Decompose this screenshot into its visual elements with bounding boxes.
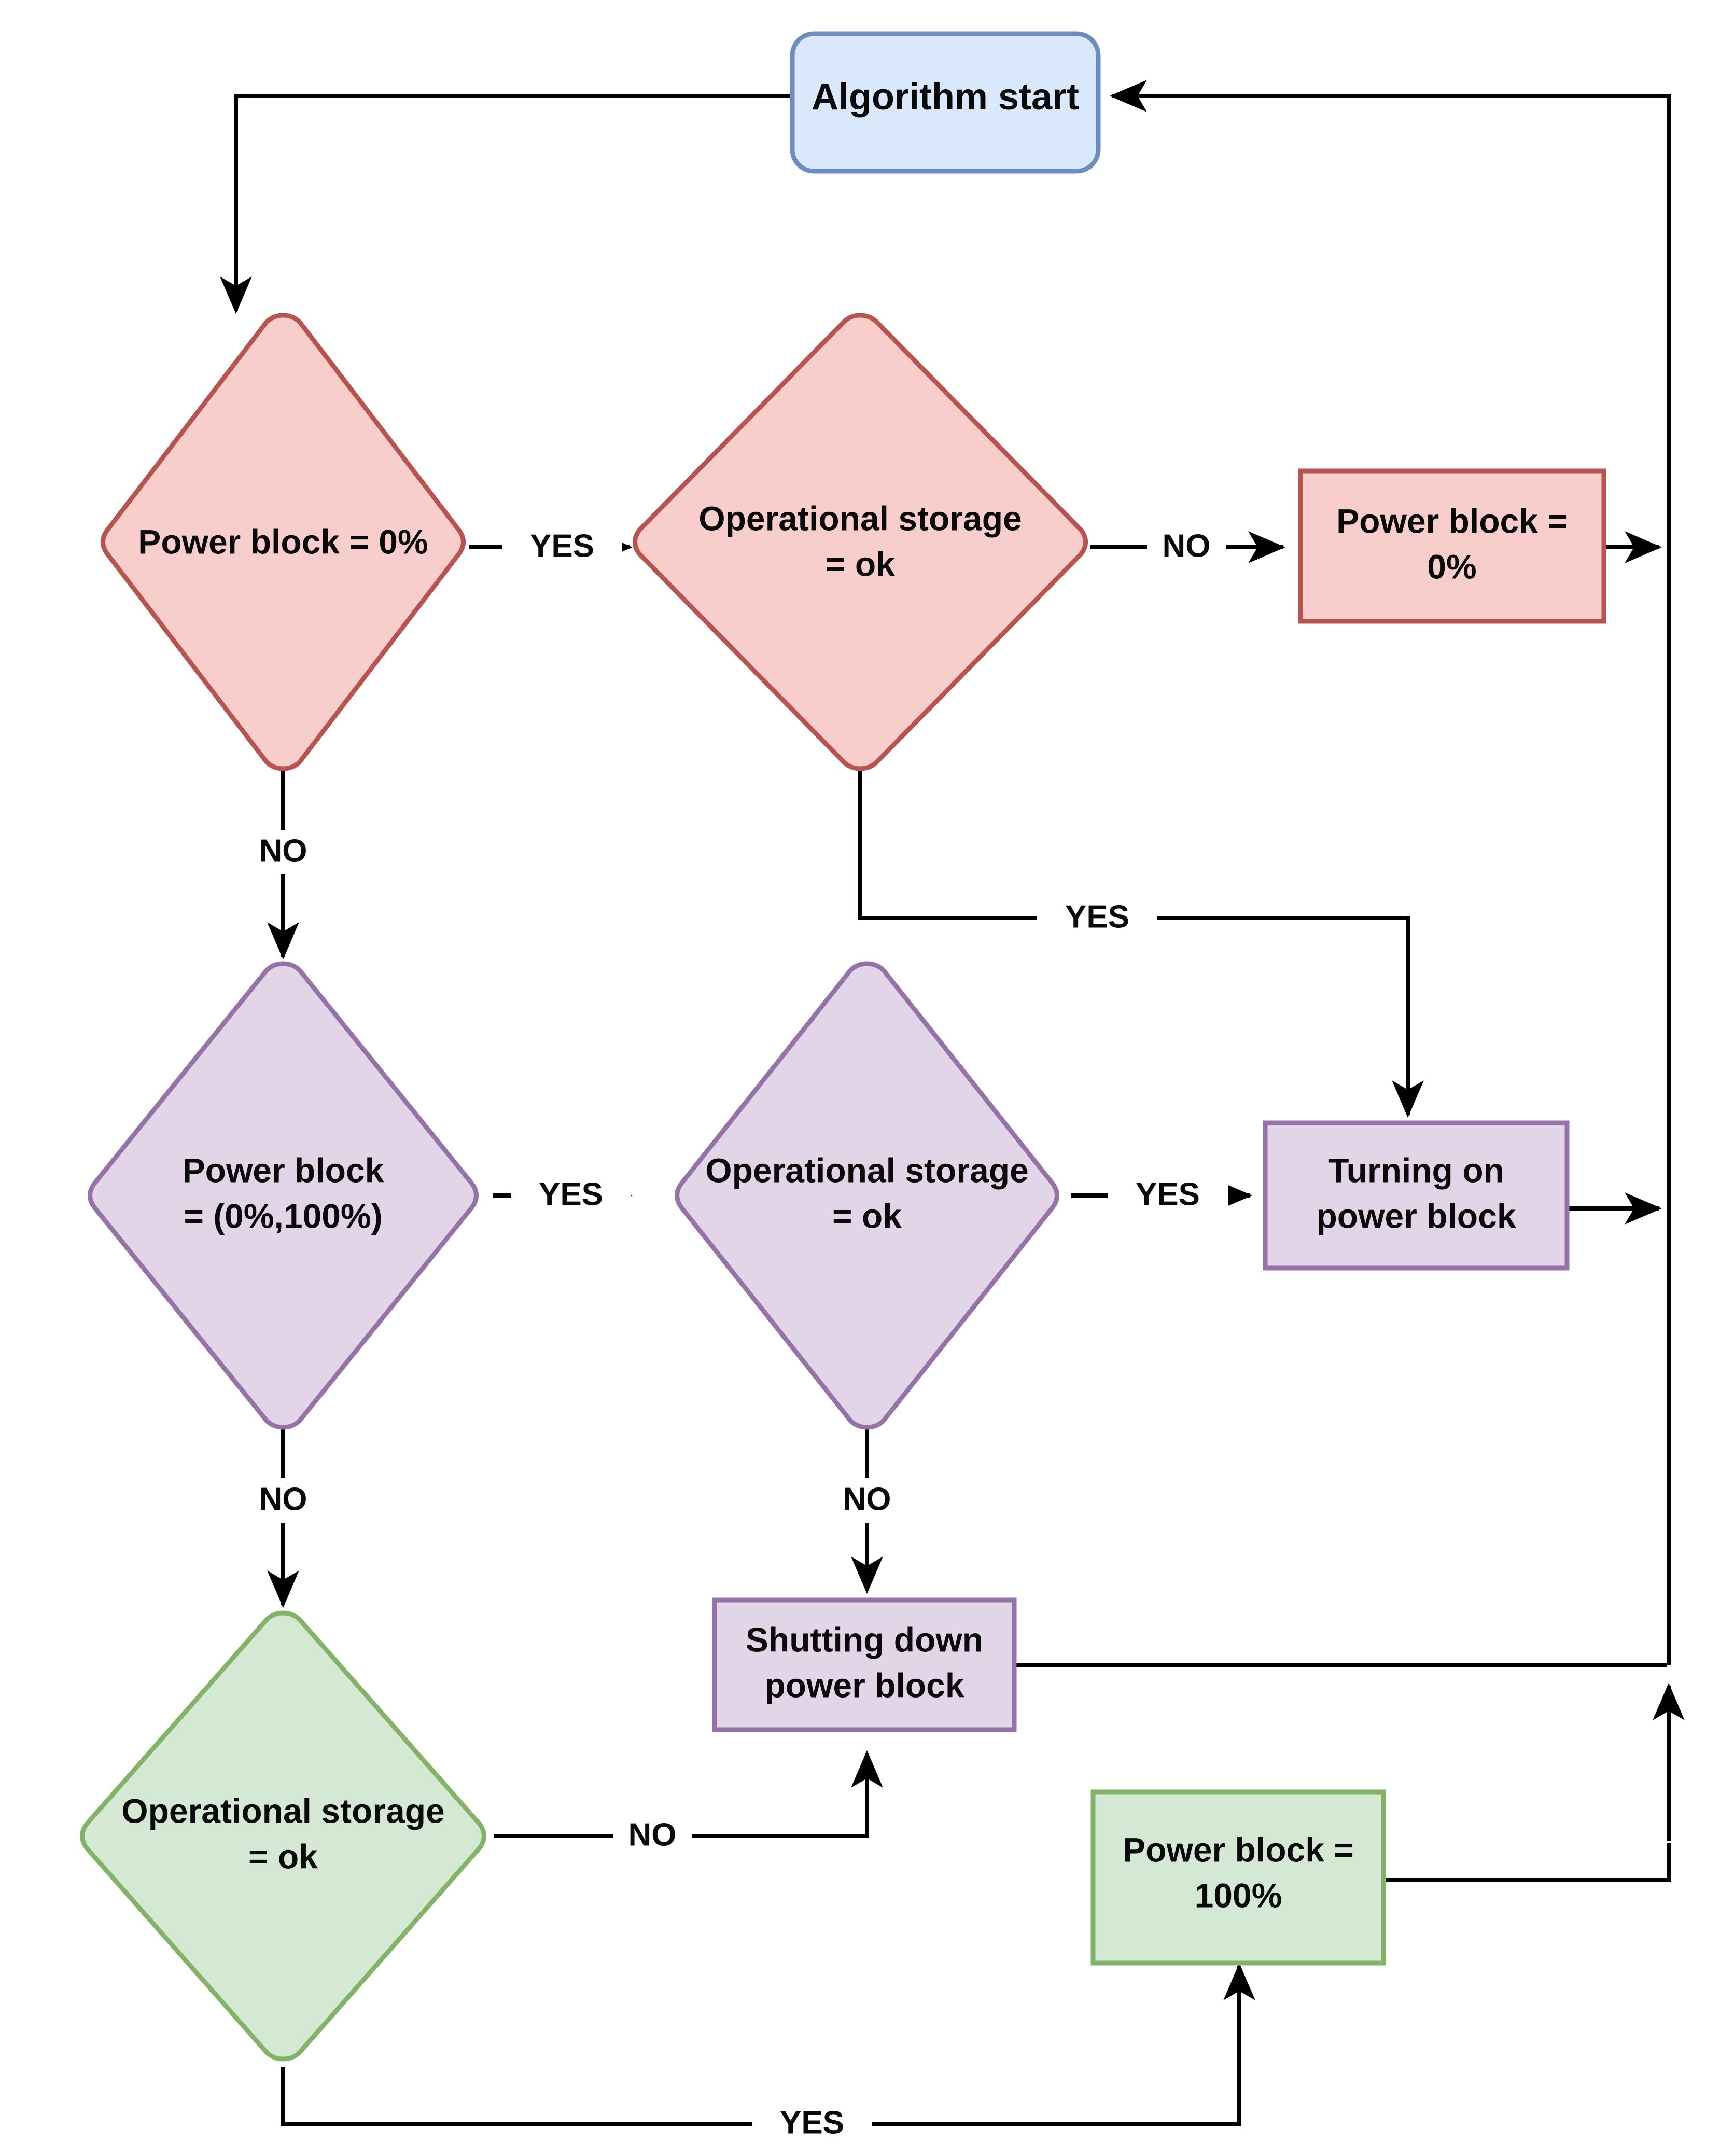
op-storage-green-label-line1: Operational storage <box>121 1791 445 1830</box>
edge-right-rail <box>1109 80 1685 1841</box>
shutting-down-label-line2: power block <box>764 1666 964 1704</box>
edge-range-to-opstorage-purple: YES <box>493 1173 633 1218</box>
turning-on-label-line2: power block <box>1316 1197 1516 1235</box>
node-power-block-range[interactable]: Power block = (0%,100%) <box>88 961 479 1430</box>
edge-label-no: NO <box>843 1481 891 1517</box>
start-shape <box>790 31 1101 174</box>
op-storage-green-shape <box>80 1610 486 2062</box>
power-block-range-label-line1: Power block <box>183 1151 384 1189</box>
node-turning-on[interactable]: Turning on power block <box>1263 1120 1570 1271</box>
node-start[interactable]: Algorithm start <box>790 31 1101 174</box>
turning-on-label-line1: Turning on <box>1328 1151 1504 1189</box>
turning-on-shape <box>1263 1120 1570 1271</box>
edge-label-no: NO <box>628 1817 677 1853</box>
node-set-power-hundred[interactable]: Power block = 100% <box>1090 1789 1386 1966</box>
node-op-storage-green[interactable]: Operational storage = ok <box>80 1610 486 2062</box>
edge-label-yes: YES <box>1065 899 1129 935</box>
edge-opstorage-red-to-setzero: NO <box>1090 525 1286 569</box>
set-power-zero-label-line2: 0% <box>1427 547 1476 586</box>
node-op-storage-red[interactable]: Operational storage = ok <box>633 313 1088 771</box>
start-label: Algorithm start <box>812 76 1079 118</box>
edge-label-no: NO <box>259 1481 307 1517</box>
edge-opstorage-purple-to-turningon: YES <box>1071 1173 1253 1218</box>
shutting-down-shape <box>712 1597 1017 1732</box>
edge-label-no: NO <box>259 833 307 869</box>
set-power-hundred-label-line2: 100% <box>1195 1876 1282 1914</box>
edge-opstorage-green-to-sethundred: YES <box>281 1963 1255 2146</box>
node-shutting-down[interactable]: Shutting down power block <box>712 1597 1017 1732</box>
node-set-power-zero[interactable]: Power block = 0% <box>1298 468 1606 624</box>
power-block-zero-label: Power block = 0% <box>138 522 428 561</box>
op-storage-purple-label-line1: Operational storage <box>705 1151 1029 1189</box>
set-power-hundred-label-line1: Power block = <box>1123 1830 1354 1869</box>
op-storage-red-label-line1: Operational storage <box>698 499 1022 537</box>
edge-powerzero-to-opstorage-red: YES <box>469 525 633 569</box>
set-power-hundred-shape <box>1090 1789 1386 1966</box>
node-power-block-zero[interactable]: Power block = 0% <box>101 313 466 771</box>
op-storage-green-label-line2: = ok <box>248 1837 318 1875</box>
edge-label-yes: YES <box>530 528 594 564</box>
set-power-zero-shape <box>1298 468 1606 624</box>
edge-label-no: NO <box>1163 528 1211 564</box>
edge-powerzero-to-range: NO <box>244 768 323 960</box>
power-block-range-shape <box>88 961 479 1430</box>
op-storage-purple-label-line2: = ok <box>832 1197 902 1235</box>
node-op-storage-purple[interactable]: Operational storage = ok <box>675 961 1059 1430</box>
edge-sethundred-to-rail <box>1383 1843 1671 1882</box>
edge-opstorage-purple-to-shutdown: NO <box>828 1416 906 1594</box>
edge-opstorage-red-to-turningon: YES <box>858 768 1424 1118</box>
op-storage-purple-shape <box>675 961 1059 1430</box>
op-storage-red-shape <box>633 313 1088 771</box>
edge-label-yes: YES <box>780 2105 844 2140</box>
set-power-zero-label-line1: Power block = <box>1336 502 1568 540</box>
op-storage-red-label-line2: = ok <box>826 545 895 583</box>
edge-start-to-powerzero <box>220 94 792 314</box>
edge-range-to-opstorage-green: NO <box>244 1416 323 1608</box>
edge-label-yes: YES <box>1136 1176 1200 1212</box>
power-block-zero-shape <box>101 313 466 771</box>
edge-label-yes: YES <box>539 1176 603 1212</box>
edge-opstorage-green-to-shutdown: NO <box>494 1750 883 1858</box>
power-block-range-label-line2: = (0%,100%) <box>184 1197 382 1235</box>
shutting-down-label-line1: Shutting down <box>746 1620 983 1659</box>
